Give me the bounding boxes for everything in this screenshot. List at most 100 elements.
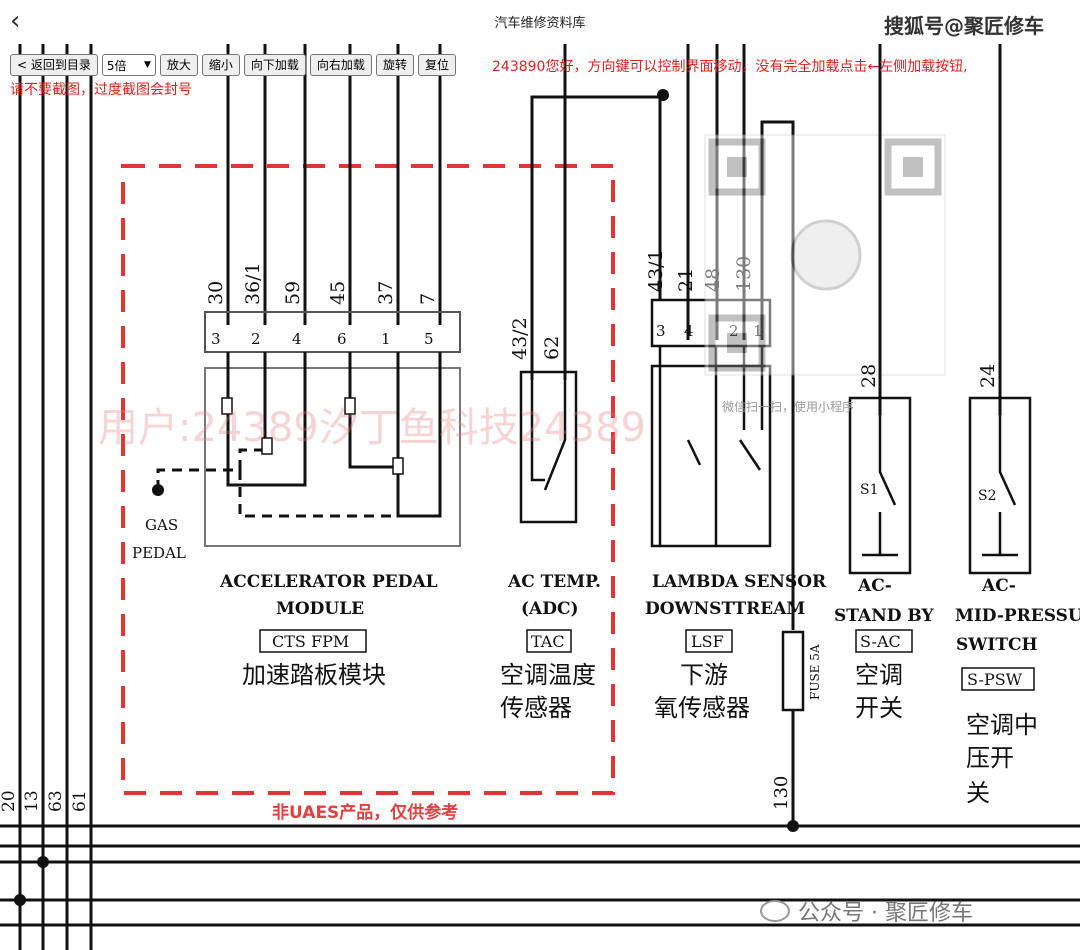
user-watermark: 用户:24389汐丁鱼科技24389 [98,405,646,451]
junction-dot [657,89,669,101]
load-down-button[interactable]: 向下加载 [243,54,306,76]
midp-title-2: MID-PRESSURE [955,606,1080,626]
top-bar: ‹ 汽车维修资料库 [0,0,1080,44]
midp-body [968,396,1032,575]
midp-title-3: SWITCH [956,635,1038,655]
standby-switch-label: S1 [860,482,879,498]
back-button[interactable]: ‹ [10,6,38,36]
lambda-connector [650,298,772,348]
lambda-title-2: DOWNSTTREAM [645,599,805,619]
wechat-watermark: 公众号 · 聚匠修车 [760,895,973,927]
wire-label: 43/2 [509,317,531,360]
pin-label: 3 [656,322,666,340]
back-to-toc-button[interactable]: < 返回到目录 [10,54,98,76]
wire-label: 7 [417,293,439,305]
viewer-toolbar: < 返回到目录 5倍 ▼ 放大 缩小 向下加载 向右加载 旋转 复位 [10,54,456,76]
lambda-cn-name-2: 氧传感器 [654,694,750,722]
left-wire-labels: 20 13 63 61 [0,790,90,812]
midp-cn-name: 空调中 [966,711,1038,739]
standby-title: AC- [857,576,892,596]
reset-button[interactable]: 复位 [417,54,456,76]
left-wire-label: 63 [46,790,66,812]
accel-code-box [259,629,367,653]
accel-title-2: MODULE [276,599,364,619]
wechat-watermark-text: 公众号 · 聚匠修车 [798,901,973,926]
accel-wire-labels: 30 36/1 59 45 37 7 [205,262,439,305]
accel-code: CTS FPM [272,632,349,651]
standby-code: S-AC [860,632,901,651]
wiring-diagram[interactable]: 20 13 63 61 30 36/1 59 45 37 7 3 2 4 6 [0,44,1080,950]
midp-title: AC- [981,576,1016,596]
accel-cn-name: 加速踏板模块 [242,661,386,689]
standby-code-box [855,629,913,653]
wire-label: 30 [205,281,227,305]
disclaimer-text: 非UAES产品，仅供参考 [272,803,459,823]
lambda-code-box [685,629,733,653]
pin-label: 4 [684,322,694,340]
standby-cn-name-2: 开关 [855,694,903,722]
midp-internal [982,415,1018,557]
left-wires [18,44,93,950]
standby-body [848,396,912,575]
left-wire-label: 61 [70,790,90,812]
pin-label: 1 [381,330,391,348]
rotate-button[interactable]: 旋转 [375,54,414,76]
pin-label: 6 [337,330,347,348]
zoom-value: 5倍 [106,58,127,73]
lambda-code: LSF [691,632,724,651]
wire-label: 28 [858,364,880,388]
actemp-code: TAC [531,632,565,651]
pedal-label: PEDAL [132,544,186,562]
standby-title-2: STAND BY [834,606,934,626]
accel-body [204,367,461,547]
wechat-icon [760,900,790,922]
actemp-code-box [526,629,572,653]
junction-dot [152,484,164,496]
qr-code-watermark [704,134,946,376]
wire-label: 59 [282,281,304,305]
pin-label: 2 [251,330,261,348]
actemp-cn-name: 空调温度 [500,661,596,689]
accel-wires [226,44,442,325]
actemp-cn-name-2: 传感器 [500,694,572,722]
wire-label: 36/1 [242,262,264,305]
zoom-out-button[interactable]: 缩小 [201,54,240,76]
left-wire-label: 20 [0,790,19,812]
pin-label: 2 [729,322,739,340]
lambda-cn-name: 下游 [680,661,728,689]
wire-label: 130 [733,256,755,292]
non-uaes-dashed-box [121,164,615,795]
load-right-button[interactable]: 向右加载 [309,54,372,76]
accel-connector [204,311,461,353]
pin-label: 3 [211,330,221,348]
wire-label: 37 [375,281,397,305]
wire-label: 43/1 [645,249,667,292]
accel-title: ACCELERATOR PEDAL [219,572,438,592]
midp-switch-label: S2 [978,488,997,504]
wire-label: 45 [327,281,349,305]
actemp-title: AC TEMP. [507,572,601,592]
wire-label: 24 [977,364,999,388]
left-wire-label: 13 [22,790,42,812]
wire-label: 62 [541,336,563,360]
lambda-wires [686,44,795,826]
midp-cn-name-2: 压开 [966,744,1014,772]
actemp-title-2: (ADC) [521,599,579,619]
actemp-wires [530,44,662,380]
actemp-internal [530,380,567,491]
wire-label: 130 [771,776,792,810]
notice-line-2: 请不要截图，过度截图会封号 [10,82,192,98]
zoom-in-button[interactable]: 放大 [159,54,198,76]
junction-dot [37,856,49,868]
fuse-label: FUSE 5A [808,644,822,700]
lambda-body [650,364,772,548]
pin-label: 1 [753,322,763,340]
gas-label: GAS [145,516,178,534]
midp-cn-name-3: 关 [966,779,990,807]
junction-dot [14,894,26,906]
zoom-select[interactable]: 5倍 ▼ [101,54,156,76]
wire-label: 48 [702,268,724,292]
actemp-body [519,370,578,524]
page-title: 汽车维修资料库 [494,16,586,31]
midp-code: S-PSW [967,670,1023,689]
